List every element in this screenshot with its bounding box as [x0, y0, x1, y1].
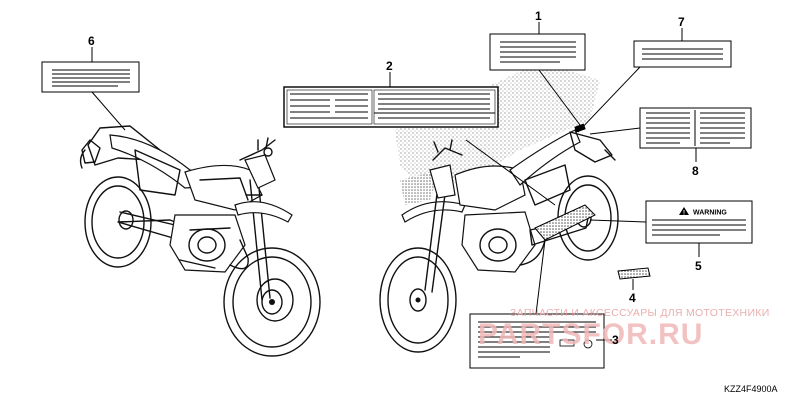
label-3-box — [469, 239, 612, 369]
svg-text:!: ! — [683, 211, 685, 217]
callout-5: 5 — [695, 259, 702, 273]
callout-8: 8 — [692, 164, 699, 178]
callout-4: 4 — [629, 291, 636, 305]
label-7 — [577, 28, 732, 133]
callout-2: 2 — [386, 59, 393, 73]
callout-7: 7 — [678, 15, 685, 29]
watermark-caption: ЗАПЧАСТИ И АКСЕССУАРЫ ДЛЯ МОТОТЕХНИКИ — [510, 307, 770, 319]
diagram-code: KZZ4F4900A — [724, 384, 778, 394]
label-2 — [283, 72, 556, 206]
warning-text: WARNING — [693, 210, 727, 217]
label-6 — [41, 47, 140, 131]
watermark-logo: PARTSFOR.RU — [478, 318, 703, 351]
motorcycle-left — [79, 125, 321, 357]
callout-3: 3 — [612, 333, 619, 347]
label-5: ! WARNING — [589, 200, 753, 257]
watermark: ЗАПЧАСТИ И АКСЕССУАРЫ ДЛЯ МОТОТЕХНИКИ PA… — [478, 307, 770, 351]
label-8 — [589, 107, 752, 162]
label-1 — [489, 22, 586, 126]
callout-1: 1 — [535, 9, 542, 23]
motorcycle-right — [379, 123, 619, 353]
label-4 — [617, 267, 651, 290]
callout-6: 6 — [88, 34, 95, 48]
